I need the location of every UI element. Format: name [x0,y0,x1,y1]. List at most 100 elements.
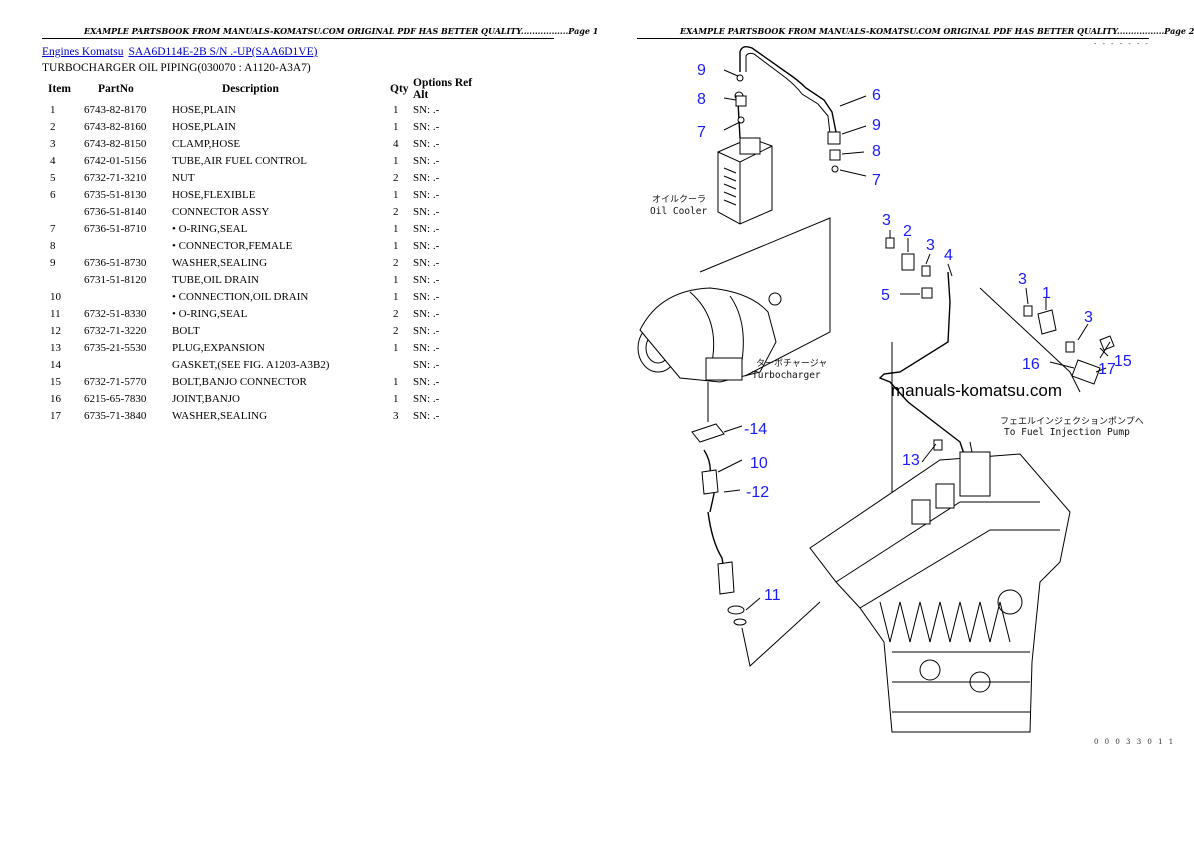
row-partno [84,356,172,373]
callout-7: 7 [872,172,881,189]
pump-label-jp: フェエルインジェクションポンプへ [1000,416,1144,427]
page-header-left: EXAMPLE PARTSBOOK FROM MANUALS-KOMATSU.C… [84,26,599,36]
row-partno: 6735-71-3840 [84,409,147,422]
engine-block-drawing [809,439,1071,733]
row-qty: 1 [393,392,399,405]
row-options: SN: .- [413,375,440,388]
row-description: • O-RING,SEAL [172,307,248,320]
row-qty: 1 [393,103,399,116]
table-header-row: Item PartNo Description Qty Options Ref … [44,77,473,101]
row-partno: 6742-01-5156 [84,154,147,167]
turbocharger-label-jp: ターボチャージャ [756,358,827,369]
row-partno [84,288,172,305]
callout-8-top: 8 [697,91,706,108]
row-partno: 6736-51-8710 [84,222,147,235]
row-description: TUBE,OIL DRAIN [172,273,259,286]
row-partno: 6736-51-8730 [84,256,147,269]
row-options: SN: .- [413,324,440,337]
callout-3-d: 3 [1084,309,1093,326]
row-options: SN: .- [413,307,440,320]
row-description: BOLT,BANJO CONNECTOR [172,375,307,388]
callout-9-top: 9 [697,62,706,79]
callout-6: 6 [872,87,881,104]
row-item: 17 [50,409,61,422]
row-item: 11 [50,307,61,320]
row-qty: 1 [393,222,399,235]
row-partno: 6732-71-3210 [84,171,147,184]
pump-fittings-drawing [979,287,1115,393]
row-description: WASHER,SEALING [172,409,268,422]
row-qty: 1 [393,375,399,388]
row-description: HOSE,PLAIN [172,120,236,133]
header-partno: PartNo [98,83,134,95]
header-rule-right [637,38,1149,39]
row-partno: 6732-71-3220 [84,324,147,337]
oil-cooler-label-en: Oil Cooler [650,206,707,217]
callout-3-c: 3 [1018,271,1027,288]
row-description: WASHER,SEALING [172,256,268,269]
row-description: TUBE,AIR FUEL CONTROL [172,154,307,167]
header-item: Item [48,83,71,95]
watermark: manuals-komatsu.com [891,381,1062,400]
callout-8: 8 [872,143,881,160]
breadcrumb-link-engines[interactable]: Engines Komatsu [42,46,124,58]
row-qty [390,356,413,373]
row-description: HOSE,PLAIN [172,103,236,116]
row-item: 15 [50,375,61,388]
row-options: SN: .- [413,205,440,218]
row-qty: 1 [393,154,399,167]
row-qty: 1 [393,341,399,354]
row-description: BOLT [172,324,200,337]
row-qty: 1 [393,290,399,303]
row-item: 5 [50,171,56,184]
breadcrumb-link-model[interactable]: SAA6D114E-2B S/N .-UP(SAA6D1VE) [128,46,318,58]
callout-9: 9 [872,117,881,134]
callout-15: 15 [1114,353,1132,370]
row-options: SN: .- [413,120,440,133]
row-options: SN: .- [413,171,440,184]
callout-3-b: 3 [926,237,935,254]
oil-drain-tube-drawing [691,382,821,667]
row-options: SN: .- [413,290,440,303]
row-item: 12 [50,324,61,337]
row-options: SN: .- [413,409,440,422]
row-qty: 1 [393,239,399,252]
row-qty: 1 [393,188,399,201]
row-qty: 2 [393,171,399,184]
callout-11: 11 [764,587,781,604]
callout-13: 13 [902,452,920,469]
row-item: 9 [50,256,56,269]
row-partno: 6736-51-8140 [84,205,147,218]
oil-cooler-label-jp: オイルクーラ [652,194,706,205]
header-ref: Ref [454,77,473,89]
pump-label-en: To Fuel Injection Pump [1004,427,1130,438]
row-item [44,271,84,288]
row-description: GASKET,(SEE FIG. A1203-A3B2) [172,358,330,371]
turbocharger-oil-piping-diagram: 9 8 7 6 9 8 7 3 2 3 4 5 3 1 3 16 15 17 -… [637,45,1144,733]
row-description: JOINT,BANJO [172,392,240,405]
row-options: SN: .- [413,239,440,252]
row-partno: 6743-82-8160 [84,120,147,133]
row-description: • O-RING,SEAL [172,222,248,235]
callout-3-a: 3 [882,212,891,229]
row-description: NUT [172,171,195,184]
row-item: 16 [50,392,61,405]
header-description: Description [222,83,279,95]
row-item: 10 [50,290,61,303]
row-partno [84,237,172,254]
callout-7-top: 7 [697,124,706,141]
row-item: 8 [50,239,56,252]
header-options: Options [413,77,452,89]
row-partno: 6732-51-8330 [84,307,147,320]
row-description: CONNECTOR ASSY [172,205,270,218]
